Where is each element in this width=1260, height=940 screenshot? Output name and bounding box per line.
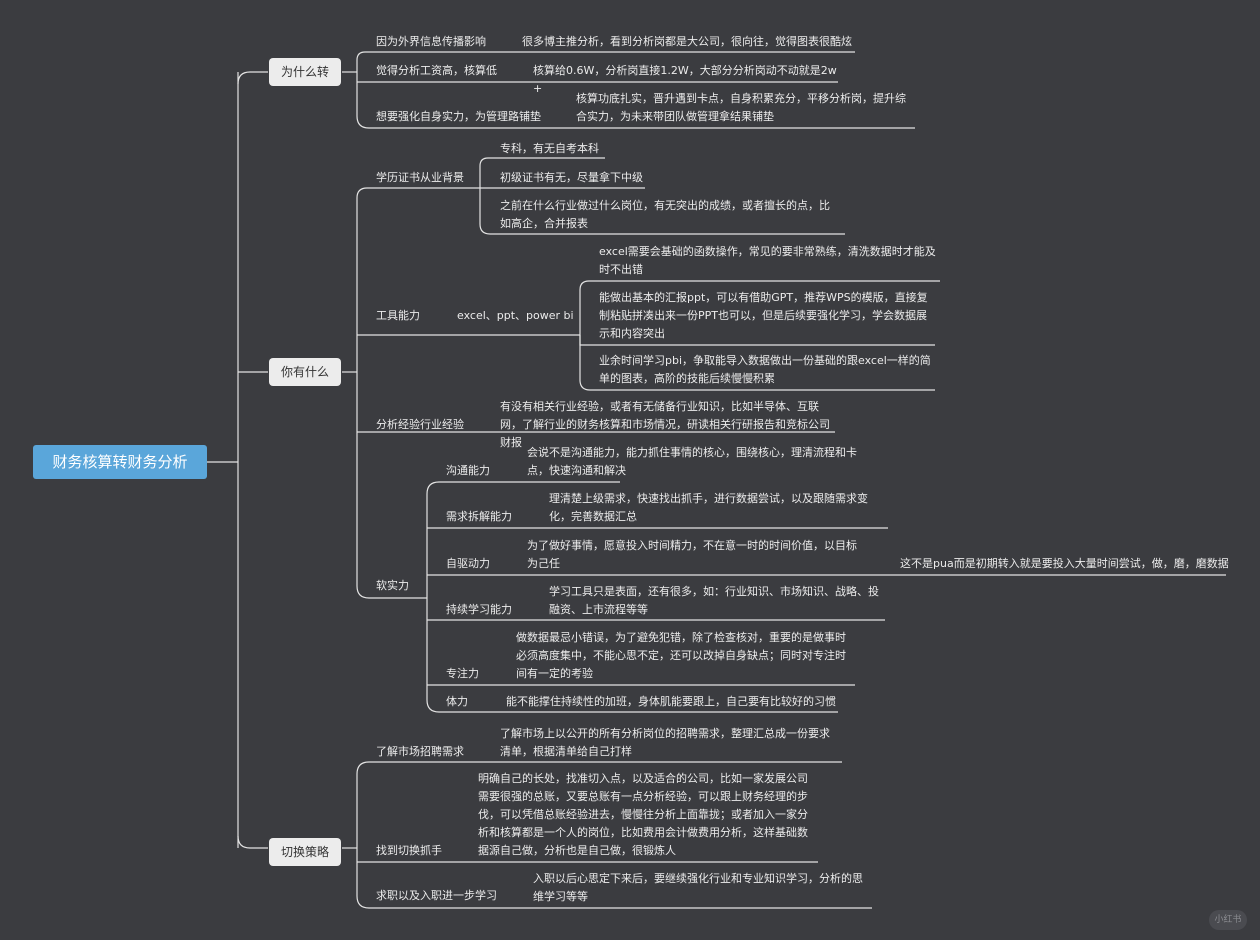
root-topic[interactable]: 财务核算转财务分析 bbox=[33, 445, 207, 479]
soft-skill-detail[interactable]: 会说不是沟通能力，能力抓住事情的核心，围绕核心，理清流程和卡点，快速沟通和解决 bbox=[527, 446, 857, 477]
soft-skill-detail[interactable]: 为了做好事情，愿意投入时间精力，不在意一时的时间价值，以目标为己任 bbox=[527, 539, 857, 570]
topic-why-switch[interactable]: 为什么转 bbox=[269, 58, 341, 86]
why-item-detail[interactable]: 核算功底扎实，晋升遇到卡点，自身积累充分，平移分析岗，提升综合实力，为未来带团队… bbox=[576, 92, 906, 123]
soft-skill-detail[interactable]: 学习工具只是表面，还有很多，如：行业知识、市场知识、战略、投融资、上市流程等等 bbox=[549, 585, 879, 616]
soft-skill-label[interactable]: 自驱动力 bbox=[446, 557, 490, 570]
why-item-detail[interactable]: 核算给0.6W，分析岗直接1.2W，大部分分析岗动不动就是2w+ bbox=[533, 64, 837, 95]
soft-skill-note[interactable]: 这不是pua而是初期转入就是要投入大量时间尝试，做，磨，磨数据 bbox=[900, 557, 1229, 570]
education-item[interactable]: 之前在什么行业做过什么岗位，有无突出的成绩，或者擅长的点，比如高企，合并报表 bbox=[500, 199, 830, 230]
why-item-label[interactable]: 觉得分析工资高，核算低 bbox=[376, 64, 497, 77]
have-soft-label[interactable]: 软实力 bbox=[376, 579, 409, 592]
soft-skill-detail[interactable]: 做数据最忌小错误，为了避免犯错，除了检查核对，重要的是做事时必须高度集中，不能心… bbox=[516, 631, 846, 680]
topic-switch-strategy[interactable]: 切换策略 bbox=[269, 838, 341, 866]
industry-detail[interactable]: 有没有相关行业经验，或者有无储备行业知识，比如半导体、互联网，了解行业的财务核算… bbox=[500, 400, 830, 449]
tools-sub-label[interactable]: excel、ppt、power bi bbox=[457, 309, 574, 322]
topic-what-you-have[interactable]: 你有什么 bbox=[269, 358, 341, 386]
soft-skill-label[interactable]: 需求拆解能力 bbox=[446, 510, 512, 523]
tools-item[interactable]: 能做出基本的汇报ppt，可以有借助GPT，推荐WPS的模版，直接复制粘贴拼凑出来… bbox=[599, 291, 928, 340]
soft-skill-label[interactable]: 持续学习能力 bbox=[446, 603, 512, 616]
why-item-detail[interactable]: 很多博主推分析，看到分析岗都是大公司，很向往，觉得图表很酷炫 bbox=[522, 35, 852, 48]
soft-skill-label[interactable]: 专注力 bbox=[446, 667, 479, 680]
strategy-item-detail[interactable]: 入职以后心思定下来后，要继续强化行业和专业知识学习，分析的思维学习等等 bbox=[533, 872, 863, 903]
have-tools-label[interactable]: 工具能力 bbox=[376, 309, 420, 322]
soft-skill-label[interactable]: 体力 bbox=[446, 695, 468, 708]
watermark-logo: 小红书 bbox=[1209, 910, 1247, 930]
education-item[interactable]: 初级证书有无，尽量拿下中级 bbox=[500, 171, 643, 184]
have-education-label[interactable]: 学历证书从业背景 bbox=[376, 171, 464, 184]
why-item-label[interactable]: 因为外界信息传播影响 bbox=[376, 35, 486, 48]
strategy-item-label[interactable]: 求职以及入职进一步学习 bbox=[376, 889, 497, 902]
strategy-item-label[interactable]: 了解市场招聘需求 bbox=[376, 745, 464, 758]
why-item-label[interactable]: 想要强化自身实力，为管理路铺垫 bbox=[376, 110, 541, 123]
soft-skill-detail[interactable]: 能不能撑住持续性的加班，身体肌能要跟上，自己要有比较好的习惯 bbox=[506, 695, 836, 708]
soft-skill-detail[interactable]: 理清楚上级需求，快速找出抓手，进行数据尝试，以及跟随需求变化，完善数据汇总 bbox=[549, 492, 868, 523]
strategy-item-detail[interactable]: 了解市场上以公开的所有分析岗位的招聘需求，整理汇总成一份要求清单，根据清单给自己… bbox=[500, 727, 830, 758]
education-item[interactable]: 专科，有无自考本科 bbox=[500, 142, 599, 155]
strategy-item-detail[interactable]: 明确自己的长处，找准切入点，以及适合的公司，比如一家发展公司需要很强的总账，又要… bbox=[478, 772, 808, 857]
have-industry-label[interactable]: 分析经验行业经验 bbox=[376, 418, 464, 431]
soft-skill-label[interactable]: 沟通能力 bbox=[446, 464, 490, 477]
tools-item[interactable]: excel需要会基础的函数操作，常见的要非常熟练，清洗数据时才能及时不出错 bbox=[599, 245, 936, 276]
strategy-item-label[interactable]: 找到切换抓手 bbox=[376, 844, 442, 857]
tools-item[interactable]: 业余时间学习pbi，争取能导入数据做出一份基础的跟excel一样的简单的图表，高… bbox=[599, 354, 931, 385]
